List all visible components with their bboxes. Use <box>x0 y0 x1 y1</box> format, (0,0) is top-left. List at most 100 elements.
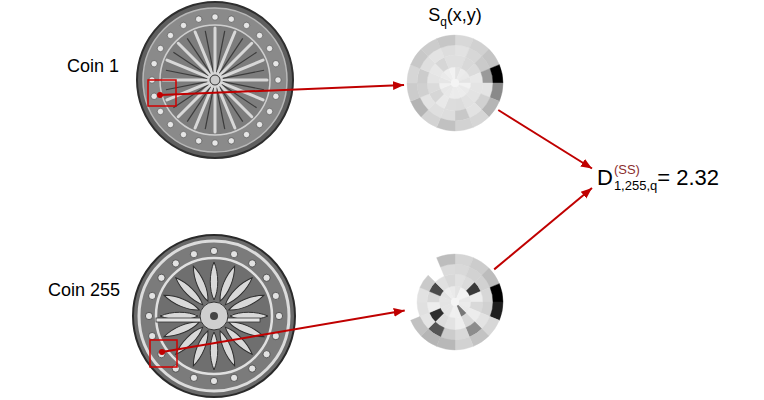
coin-bead <box>228 16 234 22</box>
patch-cell <box>455 337 473 350</box>
coin-bead <box>195 16 201 22</box>
coin-edge <box>133 235 295 397</box>
patch-center <box>451 298 459 306</box>
coin-groove <box>223 70 264 78</box>
coin-bead <box>145 312 152 319</box>
patch-cell <box>444 274 455 287</box>
patch-cell <box>444 55 455 68</box>
patch-node: Sq(x,y) <box>407 35 503 131</box>
patch-cell <box>455 98 466 111</box>
coin-bead <box>273 60 279 66</box>
coin-bead <box>151 60 157 66</box>
coin-image <box>133 235 295 397</box>
coin-boss <box>200 302 228 330</box>
patch-cell <box>407 83 420 101</box>
patch-cell <box>455 306 461 318</box>
coin-bead <box>212 14 218 20</box>
patch-cell <box>455 118 473 131</box>
coin-spoke <box>167 82 209 100</box>
coin-bead <box>275 312 282 319</box>
coin-node: Coin 255 <box>133 235 295 397</box>
coin-bead <box>263 351 270 358</box>
function-symbol: S <box>428 5 440 25</box>
patch-cell <box>455 317 466 330</box>
coin-petal <box>227 292 265 313</box>
patch-center <box>451 79 459 87</box>
coin-bead <box>172 365 179 372</box>
coin-spoke <box>221 79 267 82</box>
patch-cell <box>427 83 440 94</box>
coin-bead <box>210 377 217 384</box>
patch-cell <box>417 302 429 317</box>
coin-name: Coin 1 <box>67 56 119 76</box>
coin-bead <box>180 22 186 28</box>
coin-bead <box>151 93 157 99</box>
polar-patch <box>411 254 503 350</box>
coin-petal <box>210 332 218 370</box>
arrow-connector <box>160 85 404 95</box>
coin-bead <box>157 45 163 51</box>
arrow-connector <box>498 110 592 168</box>
function-symbol: (x,y) <box>447 5 482 25</box>
formula-symbol: D <box>597 165 613 191</box>
coin-bead <box>190 251 197 258</box>
coin-bead <box>167 32 173 38</box>
coin-name: Coin 255 <box>48 280 120 300</box>
region-box <box>148 80 176 106</box>
coin-bead <box>149 292 156 299</box>
coin-rim <box>143 8 287 152</box>
coin-groove <box>217 88 225 129</box>
patch-cell <box>439 302 451 308</box>
coin-image <box>137 2 293 158</box>
patch-cell <box>455 87 461 99</box>
coin-bead <box>263 274 270 281</box>
coin-bead <box>180 131 186 137</box>
coin-bead <box>272 292 279 299</box>
coin-bead <box>230 374 237 381</box>
coin-petal <box>190 265 211 303</box>
coin-bead <box>266 108 272 114</box>
coin-bead <box>249 365 256 372</box>
subscript: q <box>440 15 447 29</box>
coin-label: Coin 1 <box>67 56 119 77</box>
coin-bead <box>158 274 165 281</box>
coin-label: Coin 255 <box>48 280 120 301</box>
formula-label: D(SS)1,255,q= 2.32 <box>597 162 719 195</box>
coin-bead <box>190 374 197 381</box>
coin-bead <box>228 138 234 144</box>
coin-bead <box>243 131 249 137</box>
distance-value: = 2.32 <box>657 165 719 190</box>
patch-cell <box>411 317 428 336</box>
superscript: (SS) <box>614 162 657 178</box>
patch-cell <box>439 83 451 89</box>
patch-cell <box>470 72 483 83</box>
coin-bead <box>230 251 237 258</box>
coin-groove <box>166 82 207 90</box>
patch-cell <box>437 254 455 267</box>
subscript: 1,255,q <box>614 178 657 194</box>
coin-bead <box>275 77 281 83</box>
coin-edge <box>137 2 293 158</box>
coin-spoke <box>195 32 213 74</box>
arrow-connector <box>162 311 405 352</box>
patch-cell <box>449 286 455 298</box>
patch-cell <box>459 296 471 302</box>
coin-rim <box>139 241 289 391</box>
coin-bead <box>195 138 201 144</box>
patch-node <box>407 254 503 350</box>
coin-bead <box>172 260 179 267</box>
coin-bead <box>256 32 262 38</box>
patch-cell <box>490 284 503 302</box>
patch-cell <box>470 291 483 302</box>
coin-groove <box>205 31 213 72</box>
coin-bead <box>157 108 163 114</box>
distance-symbol: D <box>597 165 613 190</box>
patch-cell <box>490 65 503 83</box>
arrow-connector <box>494 188 592 269</box>
coin-spoke <box>214 28 217 74</box>
patch-cell <box>420 275 435 291</box>
coin-bead <box>212 140 218 146</box>
region-box <box>150 340 177 367</box>
